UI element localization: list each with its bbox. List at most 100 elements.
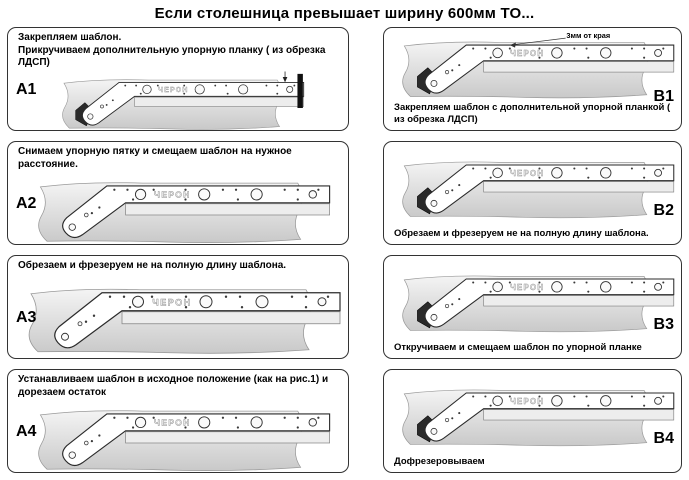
brand-text: ЧЕРОН bbox=[510, 283, 544, 292]
template-hole bbox=[492, 395, 503, 407]
panel-a3-caption: Обрезаем и фрезеруем не на полную длину … bbox=[18, 260, 287, 271]
panel-b3-figure: ЧЕРОН bbox=[384, 256, 681, 342]
panel-a4-label: А4 bbox=[16, 423, 37, 441]
template-hole bbox=[654, 396, 662, 405]
brand-text: ЧЕРОН bbox=[510, 169, 544, 178]
panel-a1: Закрепляем шаблон. Прикручиваем дополнит… bbox=[7, 27, 349, 131]
arm-hole bbox=[84, 440, 89, 446]
tip-hole bbox=[430, 79, 438, 87]
template-hole bbox=[654, 168, 662, 177]
panel-a3-figure: ЧЕРОН bbox=[8, 273, 348, 359]
edge-callout: 3мм от края bbox=[509, 31, 610, 48]
stop-plank bbox=[134, 96, 304, 107]
router-template: ЧЕРОН bbox=[424, 44, 675, 94]
panel-a4-caption: Устанавливаем шаблон в исходное положени… bbox=[18, 374, 329, 398]
router-template: ЧЕРОН bbox=[54, 291, 341, 348]
arm-hole bbox=[100, 104, 104, 108]
panel-a1-caption: Закрепляем шаблон. Прикручиваем дополнит… bbox=[18, 32, 326, 68]
template-hole bbox=[308, 418, 317, 427]
template-hole bbox=[238, 83, 249, 94]
template-hole bbox=[551, 281, 563, 293]
template-hole bbox=[142, 84, 152, 94]
stop-plank bbox=[483, 181, 675, 193]
template-hole bbox=[551, 395, 563, 407]
arm-hole bbox=[84, 212, 89, 218]
tip-hole bbox=[430, 199, 438, 207]
template-hole bbox=[132, 295, 144, 308]
panel-a2-figure: ЧЕРОН bbox=[8, 171, 348, 244]
template-hole bbox=[198, 188, 211, 201]
tip-hole bbox=[61, 332, 69, 341]
stop-plank bbox=[483, 295, 675, 307]
template-hole bbox=[255, 294, 269, 308]
template-hole bbox=[492, 167, 503, 179]
brand-text: ЧЕРОН bbox=[158, 87, 188, 94]
template-hole bbox=[551, 47, 563, 59]
template-hole bbox=[199, 294, 213, 308]
template-hole bbox=[492, 47, 503, 59]
template-hole bbox=[600, 167, 612, 179]
arm-hole bbox=[444, 70, 450, 75]
tip-hole bbox=[430, 427, 438, 435]
screw-dots bbox=[84, 295, 330, 323]
panel-b4: ЧЕРОН Дофрезеровываем В4 bbox=[383, 369, 682, 473]
tip-hole bbox=[68, 223, 76, 231]
tip-hole bbox=[87, 112, 94, 120]
extra-stop-plank-bar bbox=[297, 73, 303, 108]
panel-b3: ЧЕРОН Откручиваем и смещаем шаблон по уп… bbox=[383, 255, 682, 359]
tip-hole bbox=[68, 451, 76, 459]
panel-b3-label: В3 bbox=[653, 316, 674, 333]
screw-dots bbox=[451, 281, 665, 306]
page-title: Если столешница превышает ширину 600мм Т… bbox=[154, 5, 535, 22]
panel-b1-figure: ЧЕРОН 3мм от края bbox=[384, 28, 681, 102]
template-hole bbox=[250, 416, 263, 429]
panel-b2-caption: Обрезаем и фрезеруем не на полную длину … bbox=[394, 228, 649, 240]
template-hole bbox=[600, 281, 612, 293]
template-hole bbox=[198, 416, 211, 429]
router-template: ЧЕРОН bbox=[424, 392, 675, 442]
stop-plank bbox=[483, 409, 675, 421]
panel-a1-figure: ЧЕРОН bbox=[8, 70, 348, 131]
template-hole bbox=[286, 85, 294, 93]
template-hole bbox=[134, 188, 147, 201]
panel-a3: Обрезаем и фрезеруем не на полную длину … bbox=[7, 255, 349, 359]
panel-a1-label: А1 bbox=[16, 81, 37, 99]
arm-hole bbox=[444, 303, 450, 309]
screw-dots bbox=[90, 188, 320, 215]
panel-b1: ЧЕРОН 3мм от края Закрепляем шаблон с до… bbox=[383, 27, 682, 131]
template-hole bbox=[654, 282, 662, 291]
edge-callout-text: 3мм от края bbox=[566, 31, 610, 40]
down-arrow bbox=[282, 76, 288, 82]
panel-a4: Устанавливаем шаблон в исходное положени… bbox=[7, 369, 349, 473]
brand-text: ЧЕРОН bbox=[510, 397, 544, 406]
panel-b1-label: В1 bbox=[653, 88, 674, 105]
stop-plank bbox=[121, 310, 341, 324]
router-template: ЧЕРОН bbox=[424, 278, 675, 328]
panel-b2-label: В2 bbox=[653, 202, 674, 219]
panel-b4-label: В4 bbox=[653, 430, 674, 447]
router-template: ЧЕРОН bbox=[62, 185, 331, 239]
arm-hole bbox=[444, 189, 450, 195]
template-hole bbox=[492, 281, 503, 293]
brand-text: ЧЕРОН bbox=[152, 297, 191, 307]
screw-dots bbox=[451, 167, 665, 192]
stop-plank bbox=[125, 203, 330, 216]
router-template: ЧЕРОН bbox=[424, 164, 675, 214]
router-template: ЧЕРОН bbox=[81, 81, 305, 126]
panel-b2-figure: ЧЕРОН bbox=[384, 142, 681, 228]
template-hole bbox=[308, 190, 317, 199]
template-hole bbox=[250, 188, 263, 201]
stop-bar-group bbox=[282, 71, 303, 108]
panel-b2: ЧЕРОН Обрезаем и фрезеруем не на полную … bbox=[383, 141, 682, 245]
screw-dots bbox=[90, 416, 320, 443]
callout-arrow bbox=[509, 42, 516, 48]
arm-hole bbox=[77, 320, 83, 326]
panel-a2-caption: Снимаем упорную пятку и смещаем шаблон н… bbox=[18, 146, 292, 170]
template-hole bbox=[134, 416, 147, 429]
panel-a2: Снимаем упорную пятку и смещаем шаблон н… bbox=[7, 141, 349, 245]
panel-b4-figure: ЧЕРОН bbox=[384, 370, 681, 456]
panel-b1-caption: Закрепляем шаблон с дополнительной упорн… bbox=[394, 102, 671, 126]
panel-b3-caption: Откручиваем и смещаем шаблон по упорной … bbox=[394, 342, 642, 354]
panel-a4-figure: ЧЕРОН bbox=[8, 399, 348, 472]
panel-grid: Закрепляем шаблон. Прикручиваем дополнит… bbox=[0, 25, 689, 473]
